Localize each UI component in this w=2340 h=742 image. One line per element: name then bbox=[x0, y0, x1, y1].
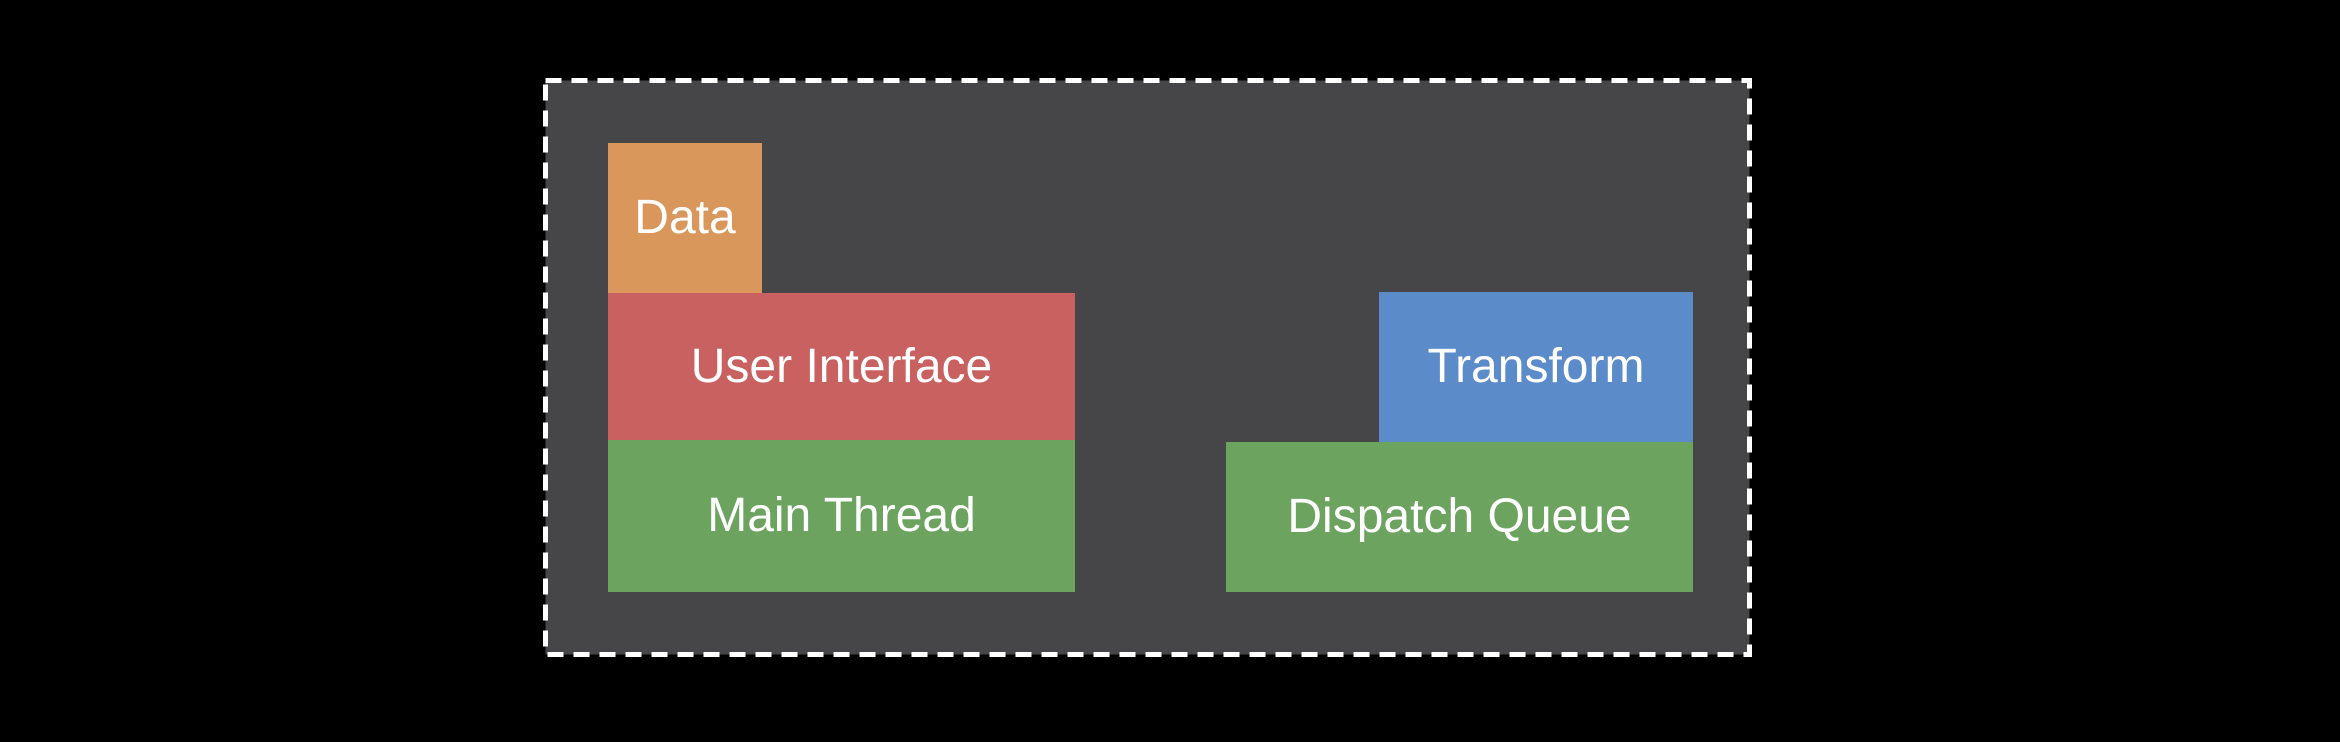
user-interface-block: User Interface bbox=[608, 293, 1075, 440]
process-boundary-panel: Data User Interface Main Thread Transfor… bbox=[543, 78, 1752, 657]
transform-block: Transform bbox=[1379, 292, 1693, 442]
dispatch-queue-block-label: Dispatch Queue bbox=[1287, 490, 1632, 543]
main-thread-block-label: Main Thread bbox=[707, 489, 976, 542]
user-interface-block-label: User Interface bbox=[690, 339, 993, 393]
data-block-label: Data bbox=[634, 191, 736, 244]
transform-block-label: Transform bbox=[1427, 340, 1645, 393]
main-thread-block: Main Thread bbox=[608, 440, 1075, 592]
data-block: Data bbox=[608, 143, 762, 293]
dispatch-queue-block: Dispatch Queue bbox=[1226, 442, 1693, 592]
